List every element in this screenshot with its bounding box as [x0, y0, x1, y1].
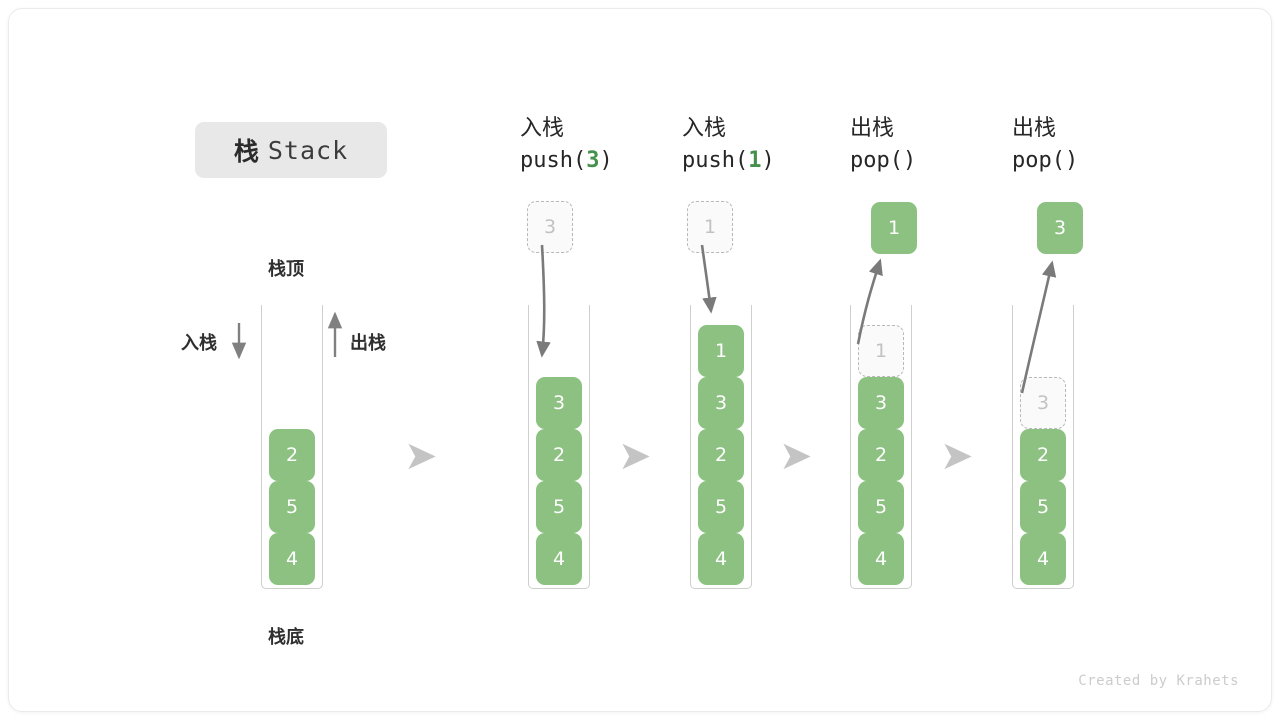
op-code-pre: push(	[682, 147, 749, 173]
stack-after-pop-3: 4 5 2 3	[1012, 305, 1074, 589]
popped-value-box: 1	[871, 202, 917, 254]
op-label-code: push(1)	[682, 145, 842, 177]
pop-side-label: 出栈	[350, 333, 386, 354]
diagram-title-badge: 栈 Stack	[195, 122, 387, 178]
title-cn: 栈	[233, 137, 259, 166]
op-label-code: pop()	[850, 145, 1010, 177]
incoming-value-box: 1	[687, 201, 733, 253]
op-code-post: )	[902, 147, 917, 173]
stack-cell: 4	[858, 533, 904, 585]
step-arrow-icon: ➤	[618, 433, 652, 479]
stack-cells: 4 5 2	[261, 429, 323, 585]
stack-cell: 4	[269, 533, 315, 585]
stack-cell: 2	[536, 429, 582, 481]
op-code-pre: push(	[520, 147, 587, 173]
title-en: Stack	[267, 135, 349, 165]
credit-text: Created by Krahets	[1078, 673, 1239, 689]
push-motion-arrow-icon	[700, 244, 717, 314]
stack-cell: 2	[1020, 429, 1066, 481]
stack-cells: 4 5 2 3	[1012, 377, 1074, 585]
step-arrow-icon: ➤	[404, 433, 438, 479]
incoming-value-box: 3	[527, 201, 573, 253]
stack-cell: 3	[536, 377, 582, 429]
op-code-post: )	[1064, 147, 1079, 173]
op-label-code: pop()	[1012, 145, 1172, 177]
stack-cell: 3	[858, 377, 904, 429]
popped-value-box: 3	[1037, 202, 1083, 254]
header-pop-1: 出栈 pop()	[850, 113, 1010, 177]
stack-cell: 5	[269, 481, 315, 533]
stack-top-label: 栈顶	[268, 259, 304, 280]
header-push-3: 入栈 push(3)	[520, 113, 680, 177]
stack-after-push-3: 4 5 2 3	[528, 305, 590, 589]
stack-cell: 5	[698, 481, 744, 533]
op-code-post: )	[599, 147, 613, 173]
stack-cell: 1	[698, 325, 744, 377]
stack-after-pop-1: 4 5 2 3 1	[850, 305, 912, 589]
stack-walls	[261, 305, 323, 589]
stack-cell-ghost: 3	[1020, 377, 1066, 429]
stack-walls	[690, 305, 752, 589]
diagram-card: 栈 Stack 栈顶 入栈 出栈 4 5 2 栈底 ➤ 入栈 push(3) 3…	[8, 8, 1272, 712]
stack-walls	[850, 305, 912, 589]
stack-cell: 5	[1020, 481, 1066, 533]
stack-cell: 5	[858, 481, 904, 533]
stack-cells: 4 5 2 3 1	[850, 325, 912, 585]
stack-cell: 3	[698, 377, 744, 429]
stack-cell: 2	[269, 429, 315, 481]
step-arrow-icon: ➤	[940, 433, 974, 479]
step-arrow-icon: ➤	[779, 433, 813, 479]
op-code-post: )	[761, 147, 775, 173]
header-pop-3: 出栈 pop()	[1012, 113, 1172, 177]
stack-bottom-label: 栈底	[268, 627, 304, 648]
op-code-pre: pop(	[1012, 147, 1065, 173]
op-label-cn: 入栈	[682, 116, 727, 141]
stack-cell: 4	[698, 533, 744, 585]
stack-after-push-1: 4 5 2 3 1	[690, 305, 752, 589]
stack-cell-ghost: 1	[858, 325, 904, 377]
op-label-cn: 入栈	[520, 116, 565, 141]
op-code-arg: 1	[748, 147, 762, 173]
op-label-cn: 出栈	[850, 116, 895, 141]
stack-cell: 2	[858, 429, 904, 481]
stack-cell: 4	[536, 533, 582, 585]
stack-cell: 4	[1020, 533, 1066, 585]
stack-cells: 4 5 2 3 1	[690, 325, 752, 585]
op-label-code: push(3)	[520, 145, 680, 177]
op-code-pre: pop(	[850, 147, 903, 173]
op-code-arg: 3	[586, 147, 600, 173]
stack-cell: 5	[536, 481, 582, 533]
push-side-label: 入栈	[181, 333, 217, 354]
op-label-cn: 出栈	[1012, 116, 1057, 141]
header-push-1: 入栈 push(1)	[682, 113, 842, 177]
stack-cell: 2	[698, 429, 744, 481]
stack-initial: 4 5 2	[261, 305, 323, 589]
stack-walls	[528, 305, 590, 589]
stack-walls	[1012, 305, 1074, 589]
stack-cells: 4 5 2 3	[528, 377, 590, 585]
